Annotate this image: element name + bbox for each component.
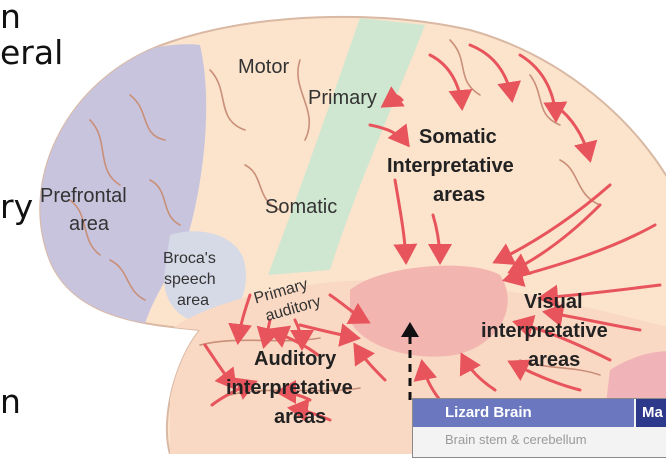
table-header-lizard-brain: Lizard Brain bbox=[413, 399, 634, 427]
prefrontal-region bbox=[40, 44, 207, 340]
projection-arrows bbox=[203, 43, 662, 423]
label-broca-1: Broca's bbox=[163, 250, 216, 267]
label-broca-3: area bbox=[177, 292, 209, 309]
label-somatic-interp-2: Interpretative bbox=[387, 155, 514, 177]
label-visual-3: areas bbox=[528, 349, 580, 371]
brain-comparison-table: Lizard Brain Ma Brain stem & cerebellum bbox=[412, 398, 666, 458]
motor-strip-region bbox=[268, 18, 425, 275]
label-motor: Motor bbox=[238, 56, 289, 78]
broca-region bbox=[164, 231, 246, 323]
label-visual-2: interpretative bbox=[481, 320, 608, 342]
temporal-center-region bbox=[350, 265, 508, 357]
label-somatic-interp-1: Somatic bbox=[419, 126, 497, 148]
label-primary-top: Primary bbox=[308, 87, 377, 109]
slide-text-fragment-4: n bbox=[0, 382, 21, 421]
label-auditory-1: Auditory bbox=[254, 348, 337, 370]
label-broca-2: speech bbox=[164, 271, 216, 288]
slide-text-fragment-2: eral bbox=[0, 33, 64, 72]
label-somatic-mid: Somatic bbox=[265, 196, 337, 218]
label-visual-1: Visual bbox=[524, 291, 583, 313]
slide-text-fragment-3: ry bbox=[0, 187, 34, 226]
label-prefrontal-2: area bbox=[69, 213, 110, 235]
label-prefrontal-1: Prefrontal bbox=[40, 185, 127, 207]
slide-text-fragment-1: n bbox=[0, 0, 21, 36]
label-auditory-3: areas bbox=[274, 406, 326, 428]
label-auditory-2: interpretative bbox=[226, 377, 353, 399]
table-header-mammal: Ma bbox=[636, 399, 666, 427]
table-cell-row-1: Brain stem & cerebellum bbox=[445, 432, 587, 447]
label-somatic-interp-3: areas bbox=[433, 184, 485, 206]
